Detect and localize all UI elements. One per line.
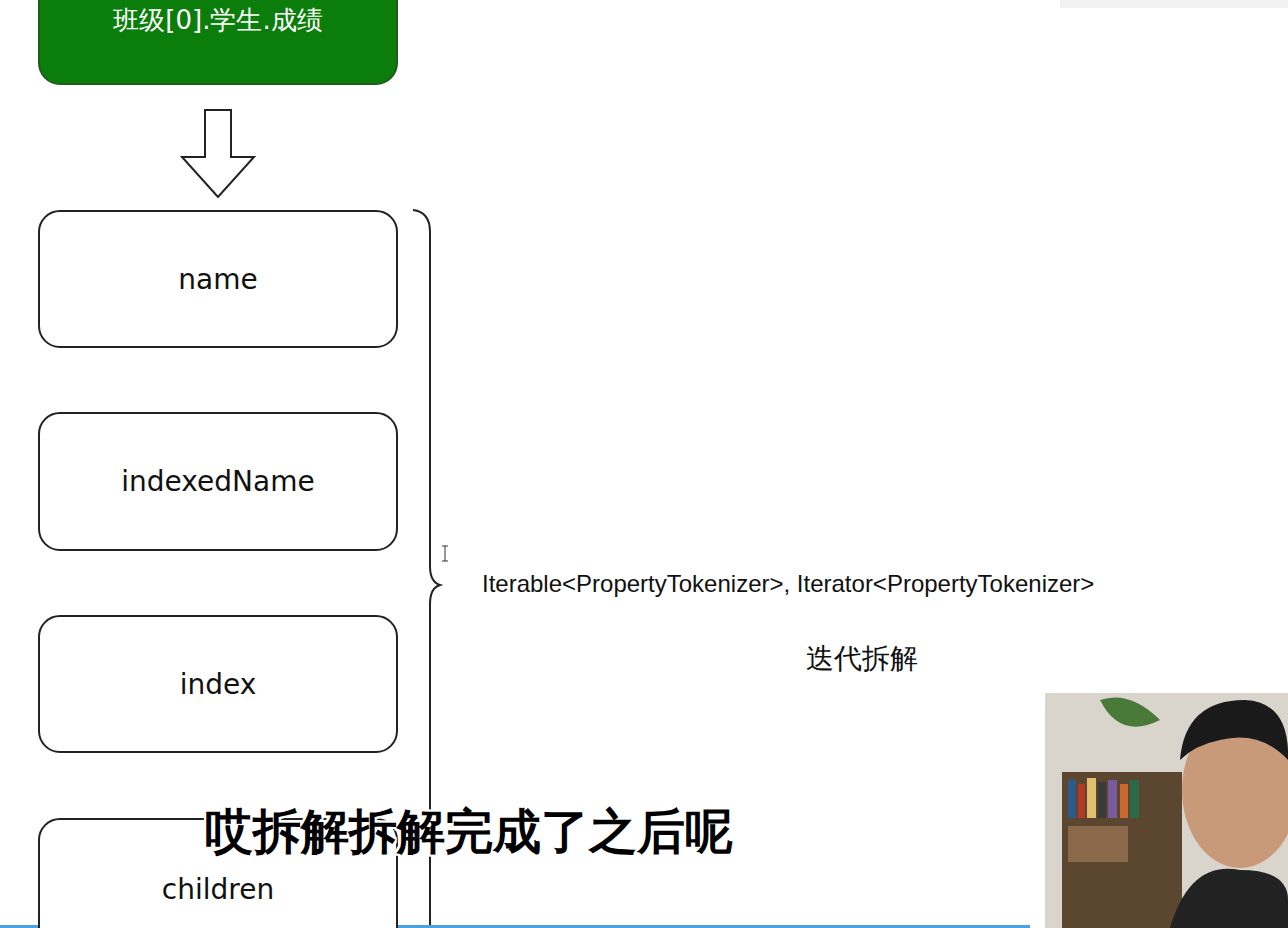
webcam-video	[1045, 693, 1288, 928]
top-toolbar	[1060, 0, 1288, 8]
field-box: name	[38, 210, 398, 348]
interface-note: Iterable<PropertyTokenizer>, Iterator<Pr…	[482, 570, 1094, 598]
caption-note: 迭代拆解	[806, 640, 918, 678]
title-box: 班级[0].学生.成绩	[38, 0, 398, 85]
hollow-arrow	[182, 110, 254, 197]
node-label: children	[162, 873, 274, 906]
field-box: indexedName	[38, 412, 398, 551]
video-subtitle: 哎拆解拆解完成了之后呢	[205, 800, 733, 864]
node-label: indexedName	[121, 465, 314, 498]
node-label: 班级[0].学生.成绩	[113, 3, 322, 38]
text-cursor	[442, 546, 448, 561]
node-label: index	[180, 668, 257, 701]
node-label: name	[178, 263, 257, 296]
field-box: index	[38, 615, 398, 753]
